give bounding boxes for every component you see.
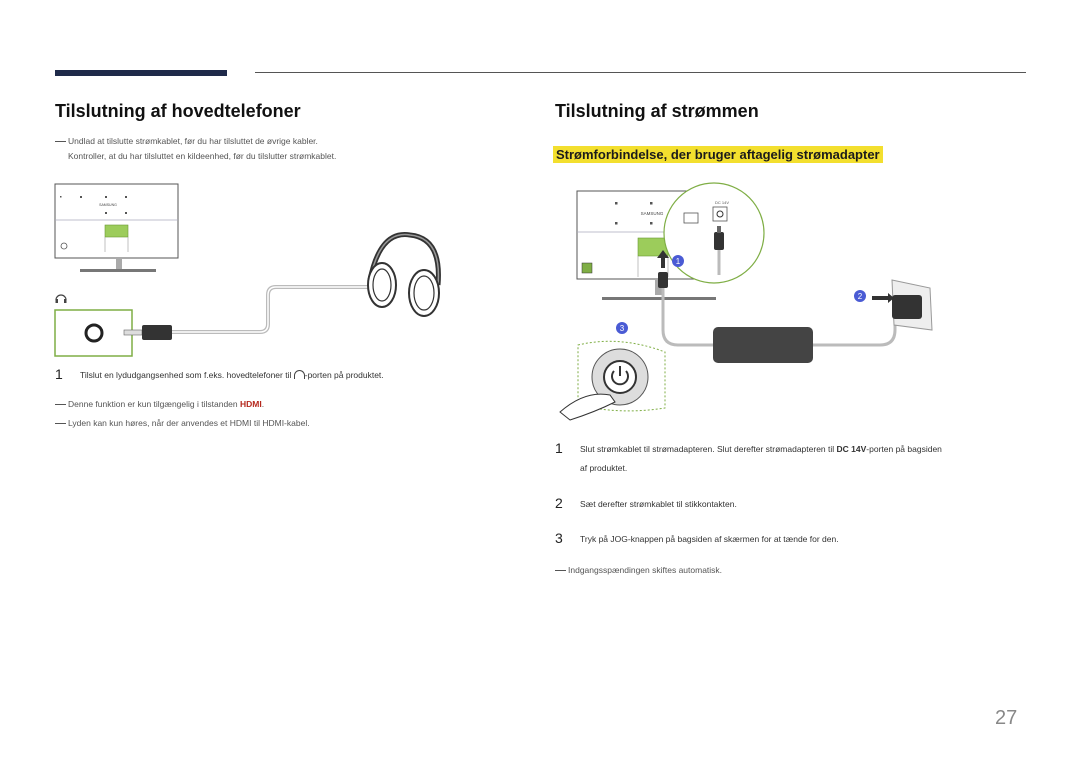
svg-text:2: 2: [858, 292, 863, 301]
hdmi-note: Denne funktion er kun tilgængelig i tils…: [55, 397, 455, 412]
power-subheading: Strømforbindelse, der bruger aftagelig s…: [553, 146, 883, 163]
power-step-1-text: Slut strømkablet til strømadapteren. Slu…: [580, 444, 942, 473]
dc-port-label: DC 14V: [715, 200, 729, 205]
step-badge-2: 2: [854, 290, 866, 302]
power-connection-diagram: SAMSUNG DC 14V 1 2 3: [559, 182, 933, 421]
headphone-connection-diagram: SAMSUNG: [54, 183, 441, 357]
power-heading: Tilslutning af strømmen: [555, 101, 759, 121]
intro-notes: Undlad at tilslutte strømkablet, før du …: [55, 134, 455, 164]
power-step-3-number: 3: [555, 530, 563, 546]
intro-note-1: Undlad at tilslutte strømkablet, før du …: [55, 134, 455, 149]
step-badge-3: 3: [616, 322, 628, 334]
headphone-icon: [55, 294, 67, 303]
headphones-heading: Tilslutning af hovedtelefoner: [55, 101, 301, 121]
power-step-2-text: Sæt derefter strømkablet til stikkontakt…: [580, 499, 737, 509]
monitor-brand-label: SAMSUNG: [641, 211, 664, 216]
dc-port-zoom: [663, 182, 765, 284]
svg-text:1: 1: [676, 257, 681, 266]
wall-outlet: [872, 279, 933, 331]
header-rule: [255, 72, 1026, 73]
monitor-brand-label: SAMSUNG: [99, 203, 117, 207]
power-adapter: [713, 327, 813, 363]
power-step-2-number: 2: [555, 495, 563, 511]
headphone-port-zoom: [54, 309, 133, 357]
headphone-icon: [293, 370, 305, 379]
headphone-plug: [123, 325, 172, 340]
intro-note-2: Kontroller, at du har tilsluttet en kild…: [68, 151, 337, 161]
audio-note: Lyden kan kun høres, når der anvendes et…: [55, 416, 475, 431]
headphone-step-number: 1: [55, 366, 63, 382]
headphone-step-text: Tilslut en lydudgangsenhed som f.eks. ho…: [80, 370, 384, 380]
page-number: 27: [995, 707, 1018, 729]
monitor-back: [54, 183, 179, 272]
headphones-illustration: [367, 232, 441, 317]
power-step-3-text: Tryk på JOG-knappen på bagsiden af skærm…: [580, 534, 839, 544]
power-step-1-number: 1: [555, 440, 563, 456]
svg-text:3: 3: [620, 324, 625, 333]
step-badge-1: 1: [672, 255, 684, 267]
header-accent-bar: [55, 70, 227, 76]
headphone-jack: [84, 323, 104, 343]
voltage-note: Indgangsspændingen skiftes automatisk.: [555, 563, 955, 578]
